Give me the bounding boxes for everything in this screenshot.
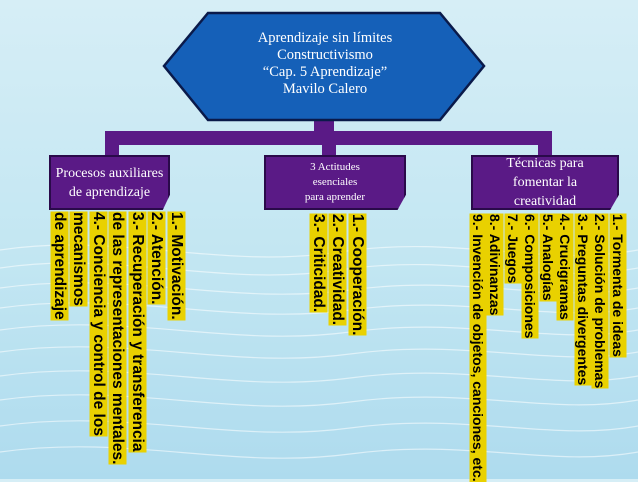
branch-node-actitudes: 3 Actitudes esenciales para aprender [264, 155, 406, 210]
branch-title-line: fomentar la [512, 175, 578, 190]
list-item: 2.- Atención. [148, 212, 166, 305]
list-item: mecanismos [70, 212, 88, 306]
list-item: 3.- Preguntas divergentes [575, 214, 591, 386]
list-item: 1.- Motivación. [168, 212, 185, 320]
connector-mid [322, 131, 336, 157]
connector-left [105, 131, 119, 157]
main-chapter: “Cap. 5 Aprendizaje” [262, 64, 388, 80]
branch-title-line: Procesos auxiliares [55, 165, 164, 181]
list-actitudes: 1.- Cooperación. 2.- Creatividad. 3.- Cr… [310, 214, 387, 336]
branch-title-line: 3 Actitudes [310, 161, 360, 173]
list-item: 3.- Criticidad. [310, 214, 327, 313]
list-procesos: 1.- Motivación. 2.- Atención. 3.- Recupe… [51, 212, 206, 465]
list-item: de las representaciones mentales. [109, 212, 127, 465]
branch-node-tecnicas: Técnicas para fomentar la creatividad [471, 155, 619, 210]
list-item: 1.- Cooperación. [349, 214, 366, 336]
list-item: de aprendizaje [51, 212, 68, 320]
list-item: 2.- Creatividad. [329, 214, 347, 326]
branch-title-line: para aprender [304, 191, 366, 203]
list-item: 1.- Tormenta de ideas [610, 214, 626, 357]
list-item: 8.- Adivinanzas [487, 214, 504, 316]
branch-node-procesos: Procesos auxiliares de aprendizaje [49, 155, 170, 210]
branch-title-line: creatividad [513, 194, 577, 209]
list-item: 7.- Juegos [505, 214, 521, 284]
branch-title-line: Técnicas para [506, 156, 584, 171]
main-node-text: Aprendizaje sin límites Constructivismo … [225, 30, 425, 98]
connector-right [538, 131, 552, 157]
branch-title-line: de aprendizaje [68, 184, 151, 200]
list-item: 6.- Composiciones [522, 214, 539, 339]
branch-title-line: esenciales [312, 176, 358, 188]
list-item: 5.- Analogías [540, 214, 556, 301]
list-tecnicas: 1.- Tormenta de ideas 2.- Solución de pr… [470, 214, 638, 482]
main-title: Aprendizaje sin límites [257, 30, 393, 46]
list-item: 4.- Conciencia y control de los [90, 212, 107, 436]
list-item: 9.- Invención de objetos, canciones, etc… [470, 214, 486, 482]
main-author: Mavilo Calero [282, 81, 368, 97]
list-item: 2.- Solución de problemas [592, 214, 609, 389]
main-subtitle: Constructivismo [277, 47, 373, 63]
list-item: 4.- Crucigramas [557, 214, 574, 320]
list-item: 3.- Recuperación y transferencia [129, 212, 146, 452]
